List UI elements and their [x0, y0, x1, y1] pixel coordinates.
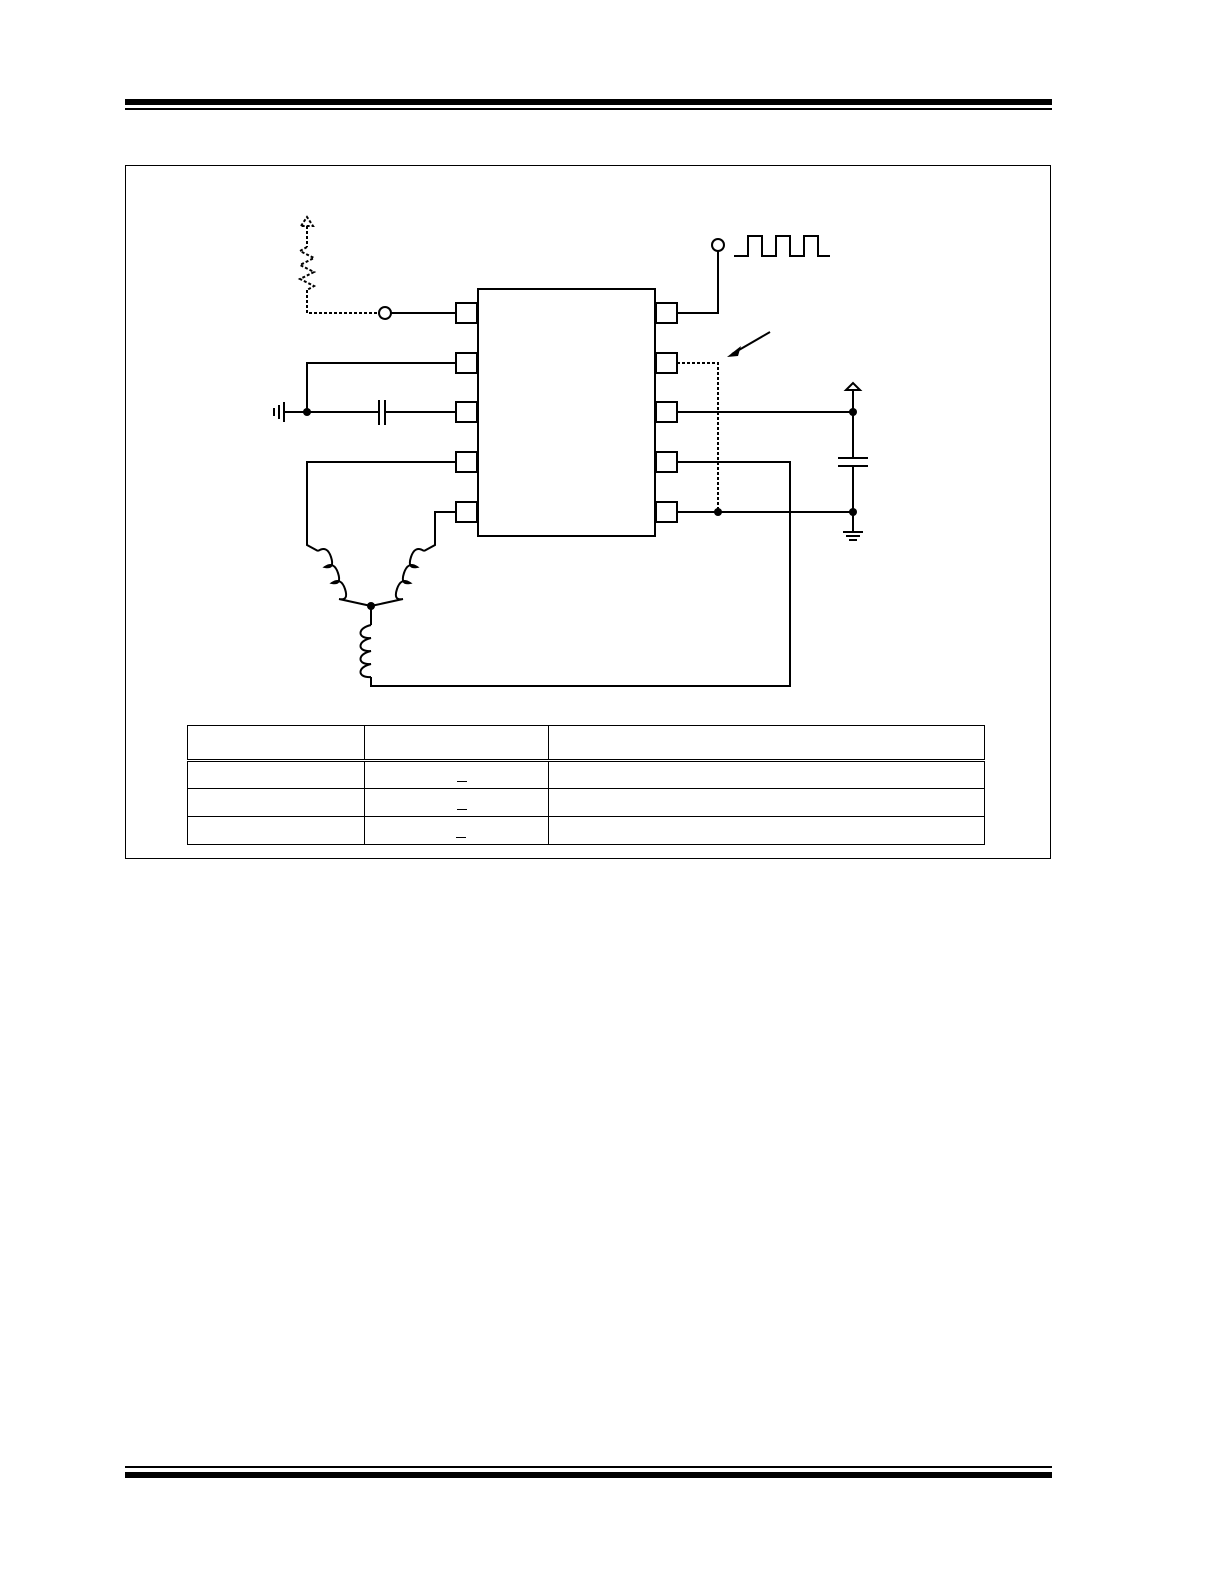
table-marker — [456, 781, 467, 783]
ic-pin — [655, 352, 678, 374]
winding-coil-c — [359, 624, 372, 679]
ic-pin — [655, 401, 678, 423]
table-cell — [548, 725, 985, 762]
table-cell — [548, 760, 985, 789]
figure-frame — [125, 165, 1051, 859]
table-marker — [456, 808, 467, 810]
ic-pin — [655, 501, 678, 523]
ic-right-pins — [655, 302, 678, 523]
ic-pin — [455, 352, 478, 374]
pullup-resistor — [297, 215, 379, 314]
ground-symbol-left — [273, 402, 285, 422]
ic-left-pins — [455, 302, 478, 523]
table-cell — [548, 816, 985, 845]
table-cell — [187, 760, 365, 789]
input-terminal — [378, 306, 392, 320]
table-row — [187, 816, 985, 845]
ic-pin — [455, 401, 478, 423]
junction-dot — [714, 508, 722, 516]
footer-rule-thick — [125, 1472, 1052, 1478]
capacitor-right — [838, 457, 868, 467]
ic-body — [477, 288, 656, 537]
table-cell — [548, 788, 985, 817]
resistor-zigzag — [297, 246, 317, 291]
winding-coil-b — [370, 548, 425, 607]
table-row — [187, 760, 985, 789]
junction-dot — [849, 508, 857, 516]
table-marker — [455, 836, 466, 838]
table-row — [187, 788, 985, 817]
ic-pin — [455, 302, 478, 324]
table-cell — [364, 725, 549, 762]
header-rule-thin — [125, 108, 1052, 110]
table-header-row — [187, 725, 985, 762]
table-cell — [364, 816, 549, 845]
supply-arrow — [843, 381, 863, 391]
ic-pin — [655, 302, 678, 324]
table-cell — [364, 788, 549, 817]
ic-pin — [655, 451, 678, 473]
output-terminal — [711, 238, 725, 252]
table-cell — [187, 725, 365, 762]
table-cell — [187, 788, 365, 817]
header-rule-thick — [125, 99, 1052, 105]
supply-arrow-dashed — [299, 215, 315, 227]
ic-pin — [455, 501, 478, 523]
ground-symbol-right — [843, 531, 863, 541]
ic-pin — [455, 451, 478, 473]
footer-rule-thin — [125, 1466, 1052, 1468]
winding-coil-a — [317, 548, 372, 607]
table-cell — [187, 816, 365, 845]
square-wave-icon — [734, 235, 830, 257]
spec-table — [187, 725, 985, 845]
table-cell — [364, 760, 549, 789]
junction-dot — [303, 408, 311, 416]
optional-connection-dashed — [677, 362, 719, 512]
capacitor-left — [378, 400, 386, 425]
